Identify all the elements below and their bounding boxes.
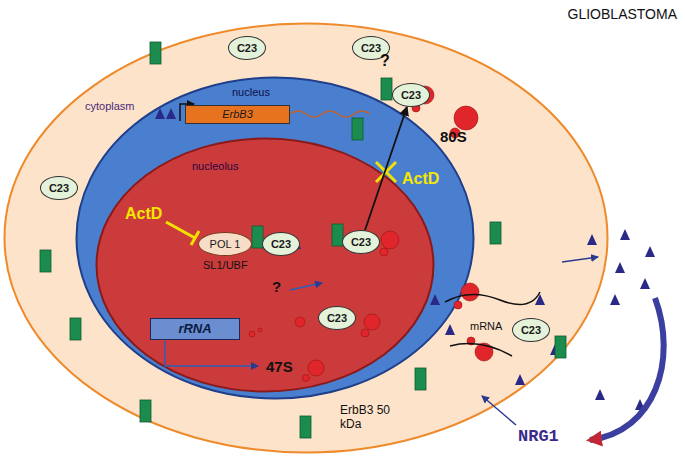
ligand-label: NRG1 bbox=[518, 427, 559, 447]
protein-oval: C23 bbox=[512, 318, 550, 342]
ligand-triangle bbox=[620, 229, 630, 240]
node-label: C23 bbox=[327, 312, 347, 324]
mrna-label: mRNA bbox=[470, 320, 502, 333]
node-label: C23 bbox=[49, 182, 69, 194]
protein-oval: C23 bbox=[228, 36, 266, 60]
cell-outline: cytoplasmnucleusnucleolusPOL 1rRNAC23C23… bbox=[3, 22, 609, 454]
ligand-triangle bbox=[595, 389, 605, 400]
drug-label: ActD bbox=[125, 205, 162, 223]
node-label: ErbB3 bbox=[222, 108, 253, 120]
rrna-box: rRNA bbox=[150, 318, 240, 340]
gene-box: ErbB3 bbox=[185, 105, 290, 124]
protein-oval: C23 bbox=[342, 230, 380, 254]
protein-oval: C23 bbox=[392, 83, 430, 107]
protein-oval: C23 bbox=[262, 232, 300, 256]
ribosome-label: 80S bbox=[440, 128, 467, 145]
protein-oval: C23 bbox=[318, 306, 356, 330]
protein-label: ErbB3 50 kDa bbox=[340, 404, 392, 432]
region-label: nucleus bbox=[232, 86, 270, 98]
ligand-triangle bbox=[645, 246, 655, 257]
precursor-label: 47S bbox=[266, 358, 293, 375]
nucleolus-outline: nucleolusPOL 1rRNAC23C23C23 bbox=[95, 137, 435, 393]
outline-shape bbox=[95, 137, 435, 393]
nucleus-outline: nucleusnucleolusPOL 1rRNAC23C23C23ErbB3 bbox=[75, 76, 475, 400]
node-label: rRNA bbox=[178, 322, 211, 336]
protein-oval: C23 bbox=[40, 176, 78, 200]
node-label: C23 bbox=[271, 238, 291, 250]
node-label: POL 1 bbox=[210, 238, 241, 250]
factor-label: SL1/UBF bbox=[203, 259, 248, 272]
node-label: C23 bbox=[351, 236, 371, 248]
polymerase-oval: POL 1 bbox=[198, 232, 252, 256]
ligand-triangle bbox=[610, 294, 620, 305]
node-label: C23 bbox=[521, 324, 541, 336]
node-label: C23 bbox=[361, 42, 381, 54]
question-mark: ? bbox=[272, 278, 281, 295]
region-label: nucleolus bbox=[192, 160, 238, 172]
node-label: C23 bbox=[237, 42, 257, 54]
drug-label: ActD bbox=[402, 170, 439, 188]
node-label: C23 bbox=[401, 89, 421, 101]
ligand-triangle bbox=[615, 262, 625, 273]
diagram-title: GLIOBLASTOMA bbox=[568, 6, 677, 22]
question-mark: ? bbox=[380, 52, 390, 70]
ligand-triangle bbox=[640, 278, 650, 289]
outline-shape bbox=[3, 22, 609, 454]
region-label: cytoplasm bbox=[85, 100, 135, 112]
